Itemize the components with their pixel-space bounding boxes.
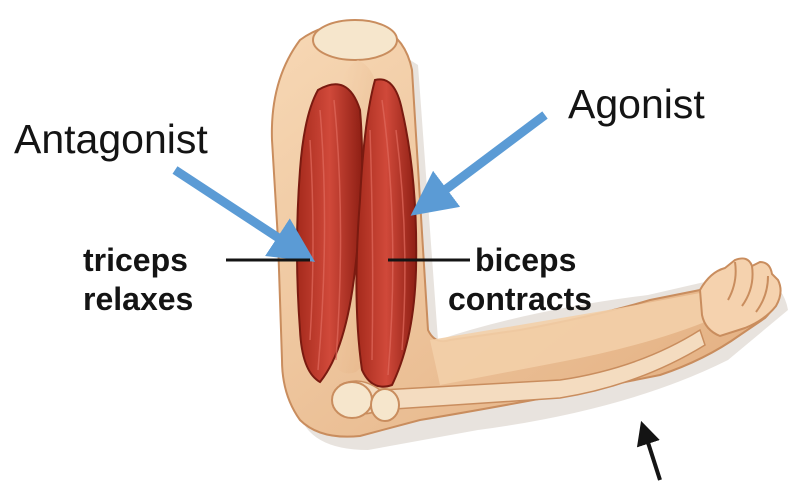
elbow-joint — [332, 382, 372, 418]
biceps-label-line2: contracts — [448, 281, 592, 317]
triceps-label-line2: relaxes — [83, 281, 193, 317]
agonist-arrow — [425, 115, 545, 205]
biceps-label-line1: biceps — [475, 242, 576, 278]
triceps-label-line1: triceps — [83, 242, 188, 278]
pointer-arrow — [644, 430, 660, 480]
antagonist-label: Antagonist — [14, 116, 208, 162]
agonist-label: Agonist — [568, 81, 705, 127]
shoulder-bone — [313, 20, 397, 60]
elbow-joint-2 — [371, 389, 399, 421]
